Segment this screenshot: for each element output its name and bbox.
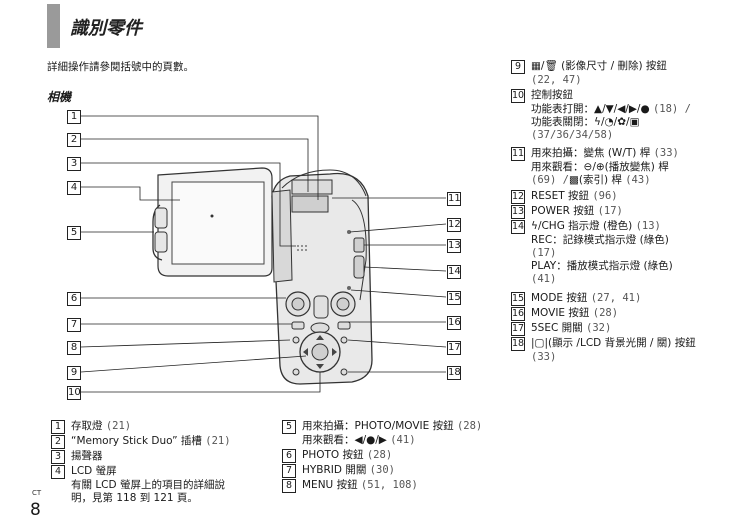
callout-5: 5: [67, 226, 81, 240]
callout-2: 2: [67, 133, 81, 147]
callout-15: 15: [447, 291, 461, 305]
flash-icon: ϟ: [531, 220, 538, 232]
macro-icon: ✿: [617, 116, 627, 128]
callout-10: 10: [67, 386, 81, 400]
callout-17: 17: [447, 341, 461, 355]
title-accent-bar: [47, 4, 60, 48]
zoom-in-icon: ⊕: [595, 161, 605, 173]
display-icon: |▢|: [531, 337, 548, 349]
callout-16: 16: [447, 316, 461, 330]
index-icon: ▩: [568, 174, 579, 186]
trash-icon: 🗑: [544, 60, 558, 72]
callout-14: 14: [447, 265, 461, 279]
callout-7: 7: [67, 318, 81, 332]
page-title: 識別零件: [70, 18, 142, 39]
callout-3: 3: [67, 157, 81, 171]
callout-18: 18: [447, 366, 461, 380]
self-timer-icon: ◔: [604, 116, 614, 128]
callout-6: 6: [67, 292, 81, 306]
section-title: 相機: [47, 90, 72, 104]
list-item: 9▦/🗑 (影像尺寸 / 刪除) 按鈕 (22, 47): [511, 60, 667, 87]
photo-movie-side-buttons: [152, 204, 168, 261]
camera-body: [271, 169, 373, 385]
page-number: 8: [30, 500, 41, 520]
zoom-out-icon: ⊖: [583, 161, 593, 173]
callout-4: 4: [67, 181, 81, 195]
front-controls: [285, 291, 356, 376]
review-icon: ▣: [629, 116, 640, 128]
flash-icon: ϟ: [594, 116, 601, 128]
language-code: CT: [32, 489, 42, 497]
callout-11: 11: [447, 192, 461, 206]
image-size-icon: ▦: [531, 60, 541, 72]
callout-9: 9: [67, 366, 81, 380]
list-item: 2“Memory Stick Duo” 插槽 (21): [51, 435, 231, 449]
callout-13: 13: [447, 239, 461, 253]
lcd-panel: [157, 167, 273, 277]
intro-text: 詳細操作請參閱括號中的頁數。: [47, 61, 194, 73]
leader-lines: [80, 115, 447, 393]
callout-8: 8: [67, 341, 81, 355]
callout-12: 12: [447, 218, 461, 232]
callout-1: 1: [67, 110, 81, 124]
list-item: 18|▢|(顯示 /LCD 背景光開 / 關) 按鈕 (33): [511, 337, 696, 363]
